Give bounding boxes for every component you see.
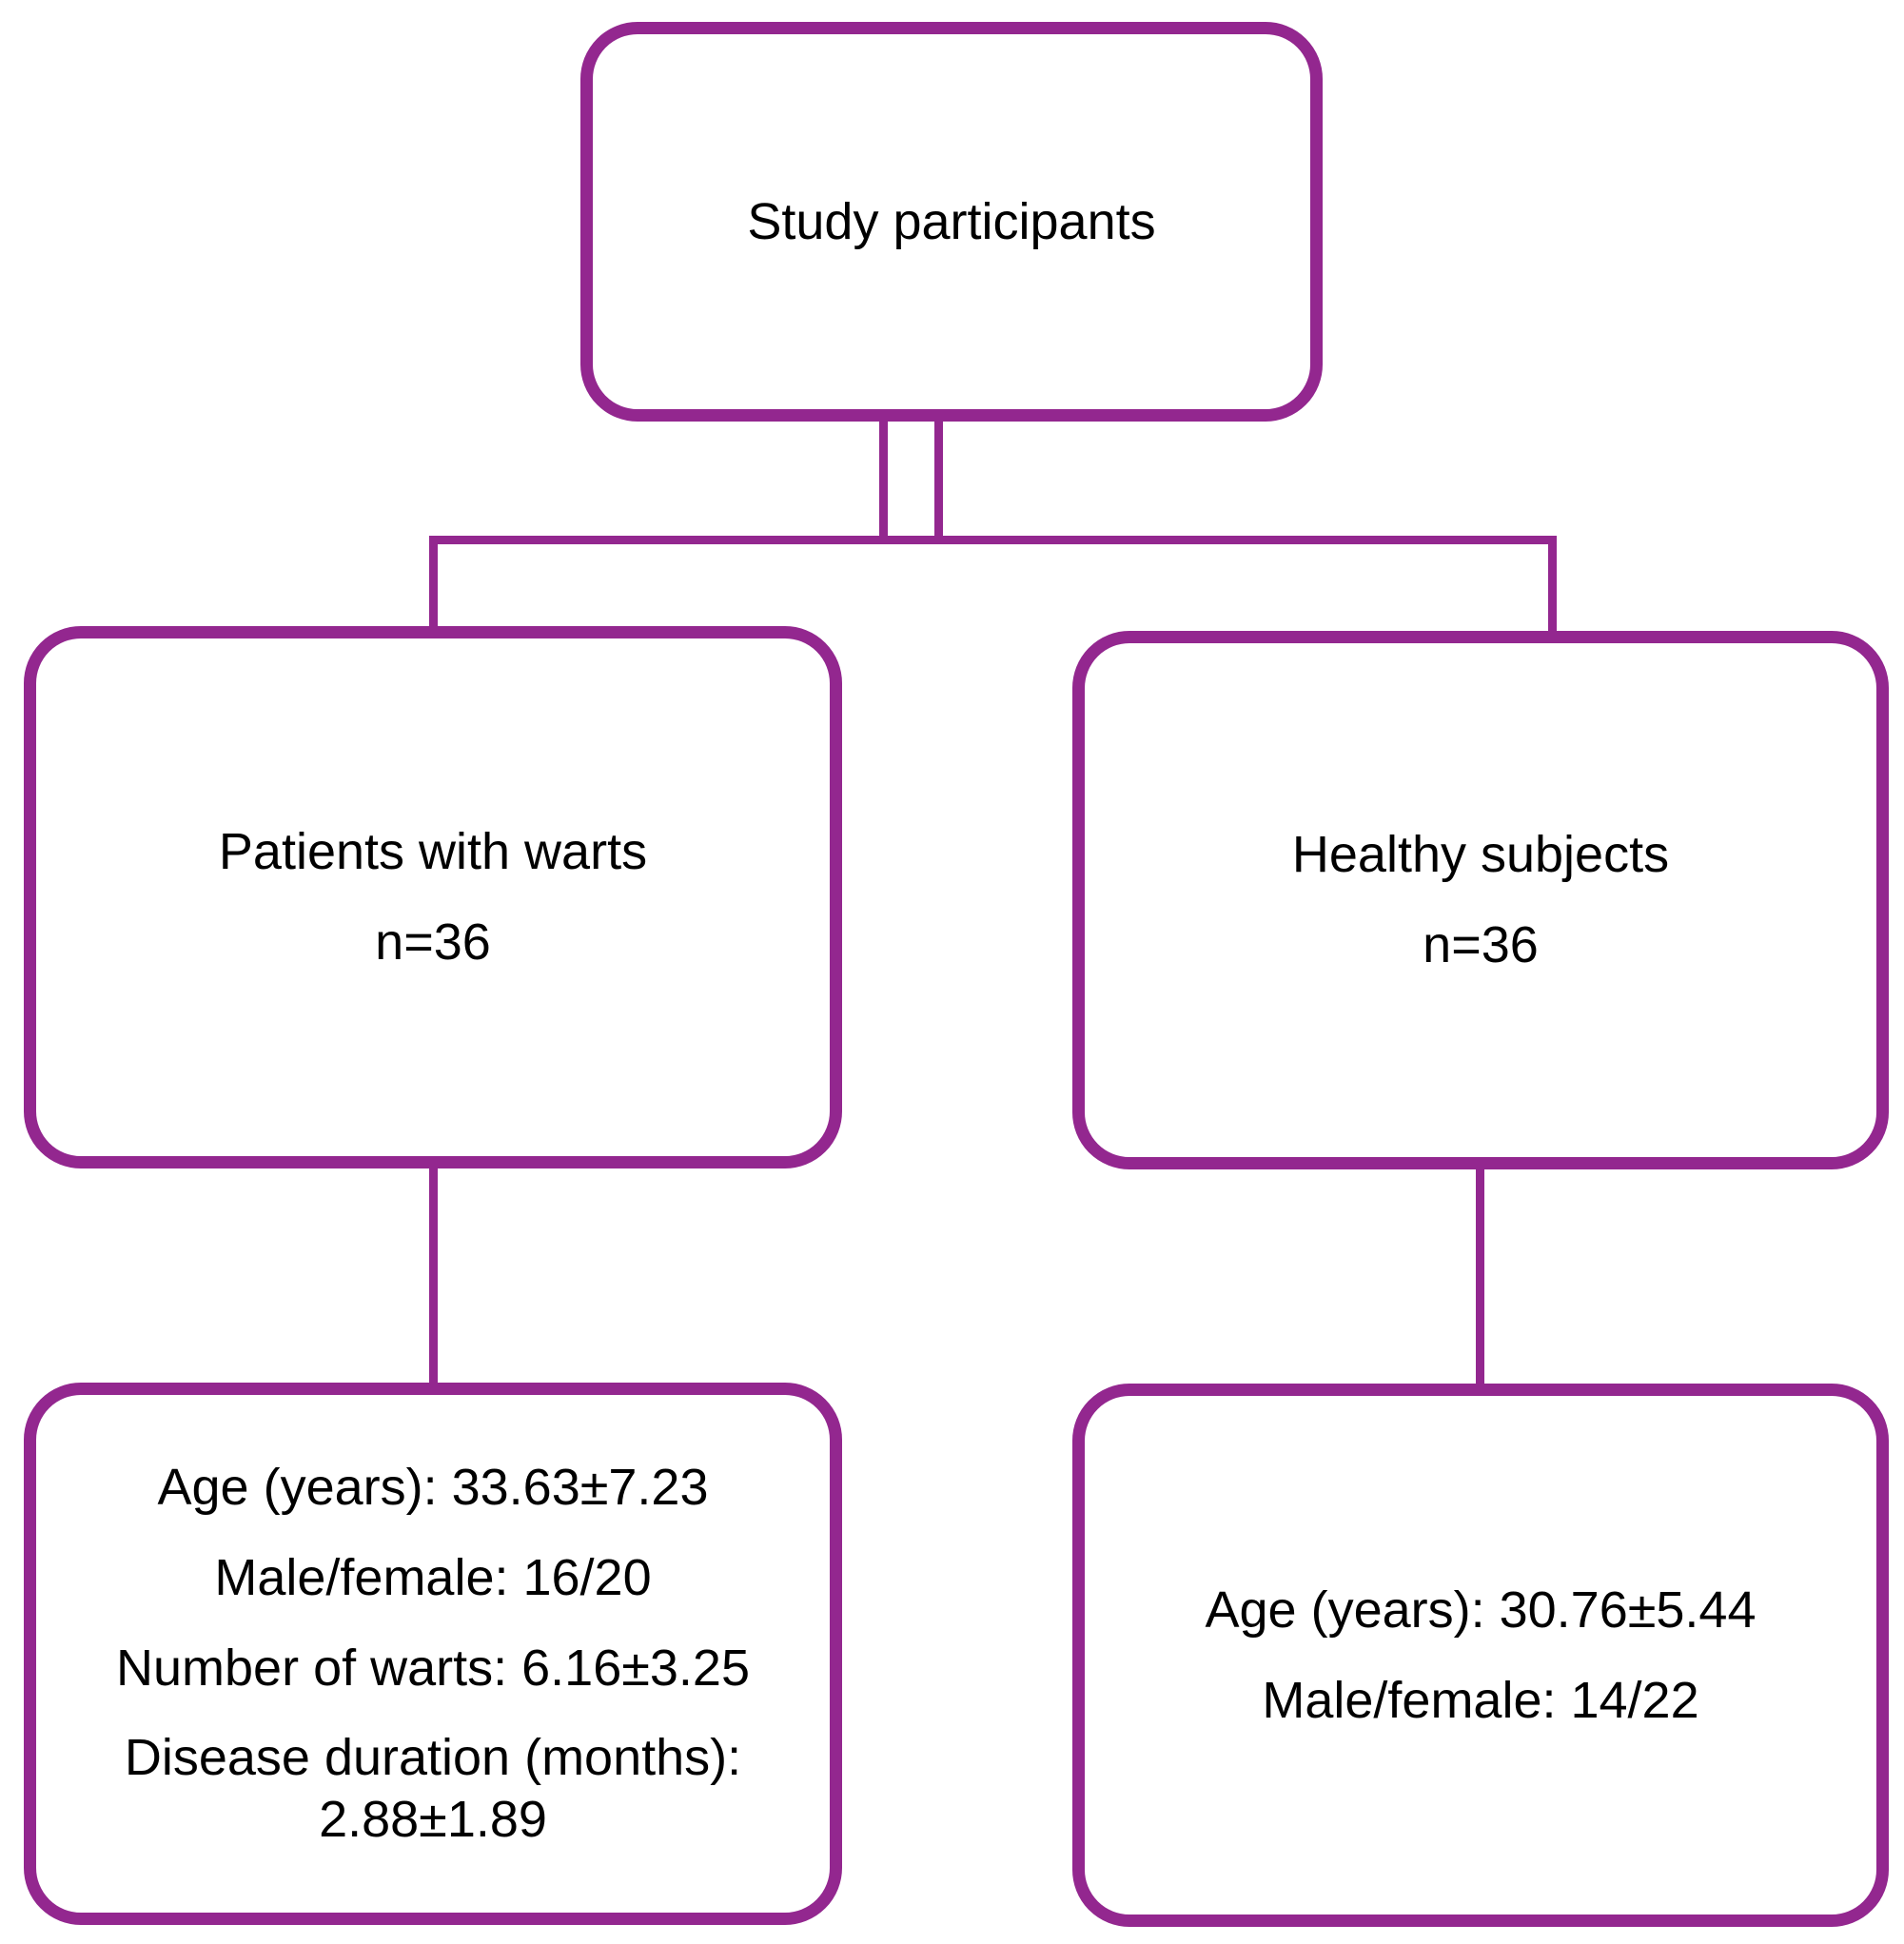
- patients-wart-count-stat: Number of warts: 6.16±3.25: [116, 1639, 750, 1697]
- connector-root-drop-left: [879, 422, 888, 540]
- connector-root-drop-right: [934, 422, 943, 540]
- patients-sex-ratio-stat: Male/female: 16/20: [214, 1548, 652, 1606]
- healthy-sex-ratio-stat: Male/female: 14/22: [1262, 1671, 1699, 1729]
- patients-disease-duration-stat: Disease duration (months): 2.88±1.89: [124, 1729, 742, 1849]
- node-patients-with-warts: Patients with warts n=36: [24, 626, 842, 1168]
- node-study-participants-label: Study participants: [747, 192, 1156, 250]
- node-patients-title: Patients with warts: [218, 823, 648, 881]
- healthy-age-stat: Age (years): 30.76±5.44: [1205, 1581, 1757, 1639]
- node-healthy-details: Age (years): 30.76±5.44 Male/female: 14/…: [1072, 1384, 1889, 1927]
- node-healthy-subjects: Healthy subjects n=36: [1072, 631, 1889, 1169]
- patients-age-stat: Age (years): 33.63±7.23: [157, 1459, 709, 1516]
- node-patients-count: n=36: [375, 913, 491, 971]
- connector-branch-horizontal: [429, 536, 1557, 544]
- connector-to-healthy-box: [1548, 536, 1557, 632]
- node-healthy-count: n=36: [1423, 916, 1539, 973]
- connector-healthy-to-details: [1476, 1169, 1484, 1384]
- node-patients-details: Age (years): 33.63±7.23 Male/female: 16/…: [24, 1383, 842, 1925]
- connector-patients-to-details: [429, 1168, 438, 1383]
- node-healthy-title: Healthy subjects: [1291, 826, 1670, 884]
- node-study-participants: Study participants: [580, 22, 1323, 422]
- connector-to-patients-box: [429, 536, 438, 626]
